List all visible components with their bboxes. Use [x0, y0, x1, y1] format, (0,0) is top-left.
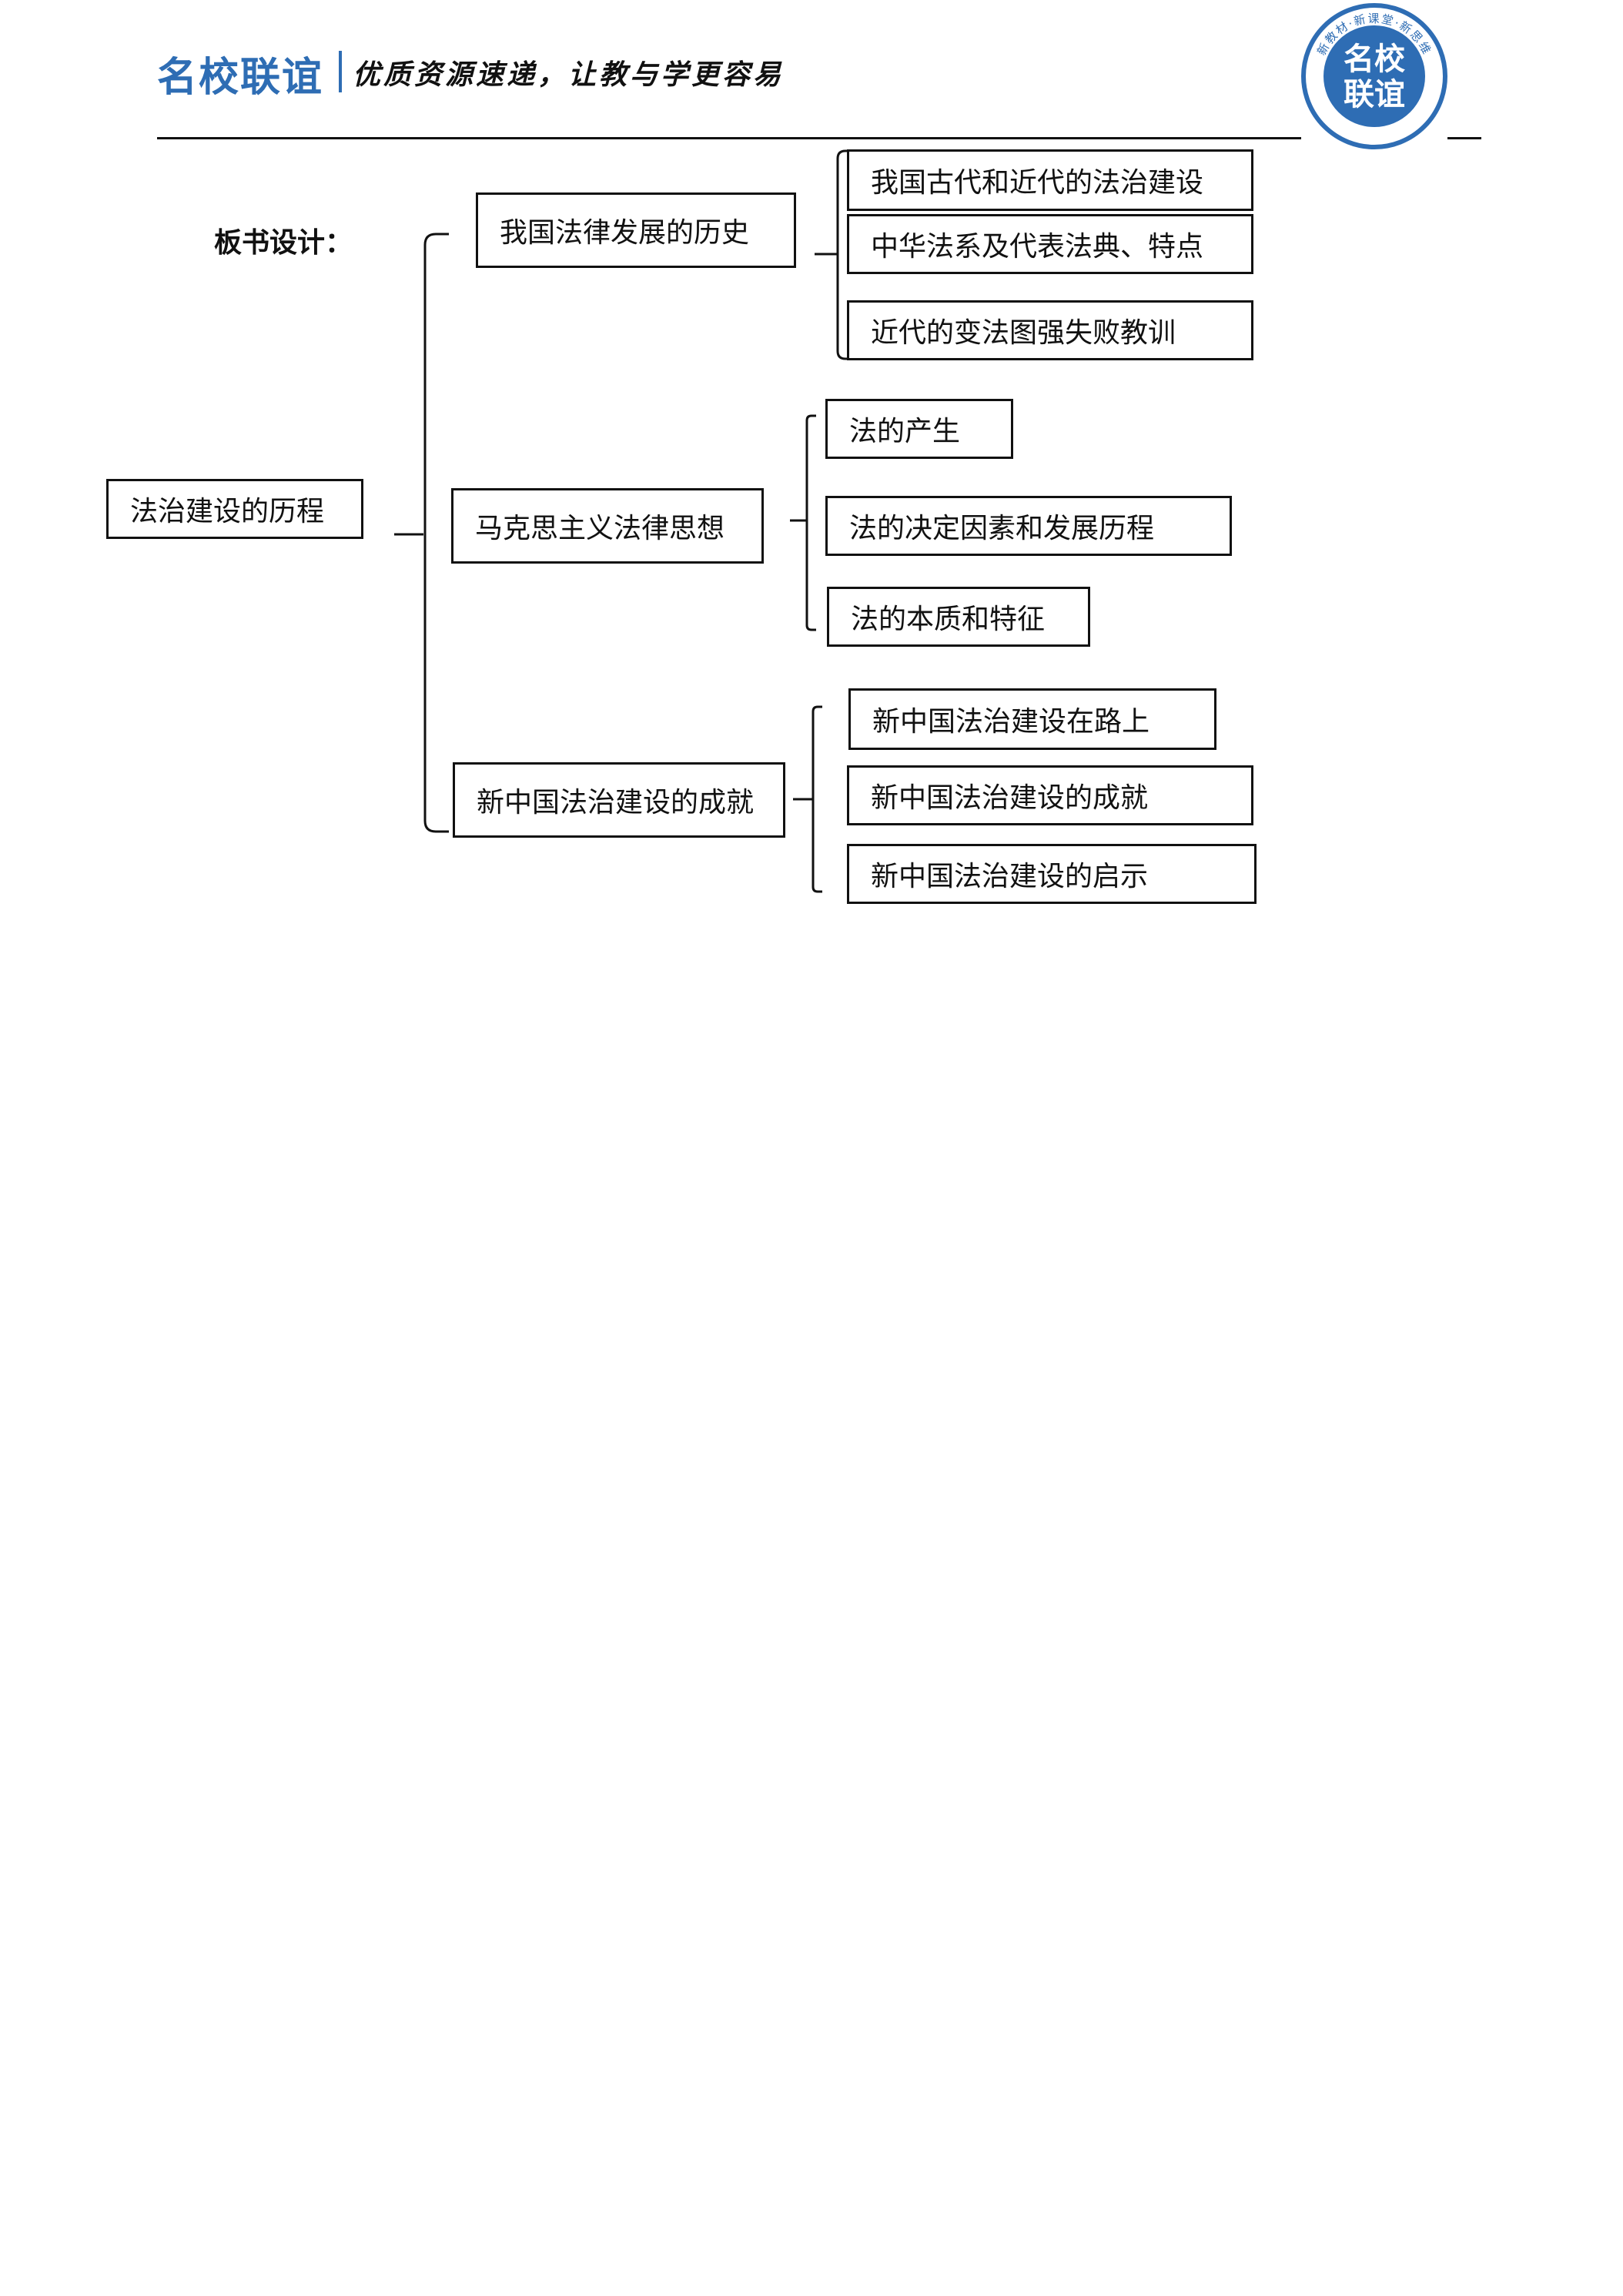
brand-separator — [339, 51, 342, 92]
branch2-child-2: 法的决定因素和发展历程 — [825, 496, 1232, 556]
branch2-brace — [805, 414, 816, 631]
branch1-child-3: 近代的变法图强失败教训 — [847, 300, 1253, 360]
header-rule-short — [1447, 137, 1481, 139]
branch3-child-3: 新中国法治建设的启示 — [847, 844, 1257, 904]
seal-logo-icon: 新教材·新课堂·新思维 名校 联谊 — [1301, 3, 1447, 149]
branch1-child-1: 我国古代和近代的法治建设 — [847, 149, 1253, 211]
header-rule — [157, 137, 1301, 139]
branch2-child-1: 法的产生 — [825, 399, 1013, 459]
board-design-heading: 板书设计： — [214, 227, 353, 259]
branch3-brace — [812, 705, 822, 893]
branch-node-1: 我国法律发展的历史 — [476, 192, 796, 268]
brand-logo-text: 名校联谊 — [157, 55, 324, 101]
branch-node-2: 马克思主义法律思想 — [451, 488, 764, 564]
root-node: 法治建设的历程 — [106, 479, 363, 539]
branch-node-3: 新中国法治建设的成就 — [453, 762, 785, 838]
branch3-child-1: 新中国法治建设在路上 — [848, 688, 1216, 750]
branch3-child-2: 新中国法治建设的成就 — [847, 765, 1253, 825]
branch1-child-2: 中华法系及代表法典、特点 — [847, 214, 1253, 274]
slogan: 优质资源速递，让教与学更容易 — [353, 59, 785, 91]
seal-text-line-1: 名校 — [1344, 42, 1405, 77]
seal-text-line-2: 联谊 — [1344, 77, 1405, 112]
branch2-child-3: 法的本质和特征 — [827, 587, 1090, 647]
root-brace — [423, 233, 449, 833]
